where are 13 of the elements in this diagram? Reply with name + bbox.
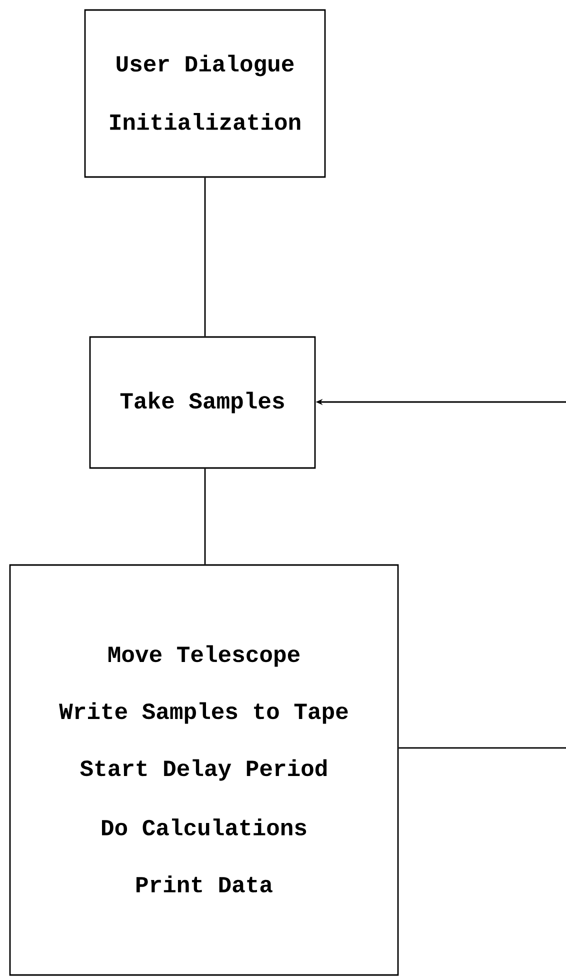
- process-box: [9, 564, 399, 976]
- box-text: Print Data: [136, 876, 272, 892]
- process-box: [89, 336, 316, 469]
- box-text: Move Telescope: [108, 645, 300, 667]
- box-text: Write Samples to Tape: [59, 702, 348, 724]
- connector: [204, 178, 206, 336]
- box-text: Start Delay Period: [80, 759, 327, 781]
- connector: [204, 468, 206, 564]
- box-text: User Dialogue: [116, 54, 294, 76]
- process-box: [84, 9, 326, 178]
- box-text: Do Calculations: [102, 818, 306, 836]
- box-text: Initialization: [110, 113, 300, 130]
- box-text: Take Samples: [120, 392, 284, 414]
